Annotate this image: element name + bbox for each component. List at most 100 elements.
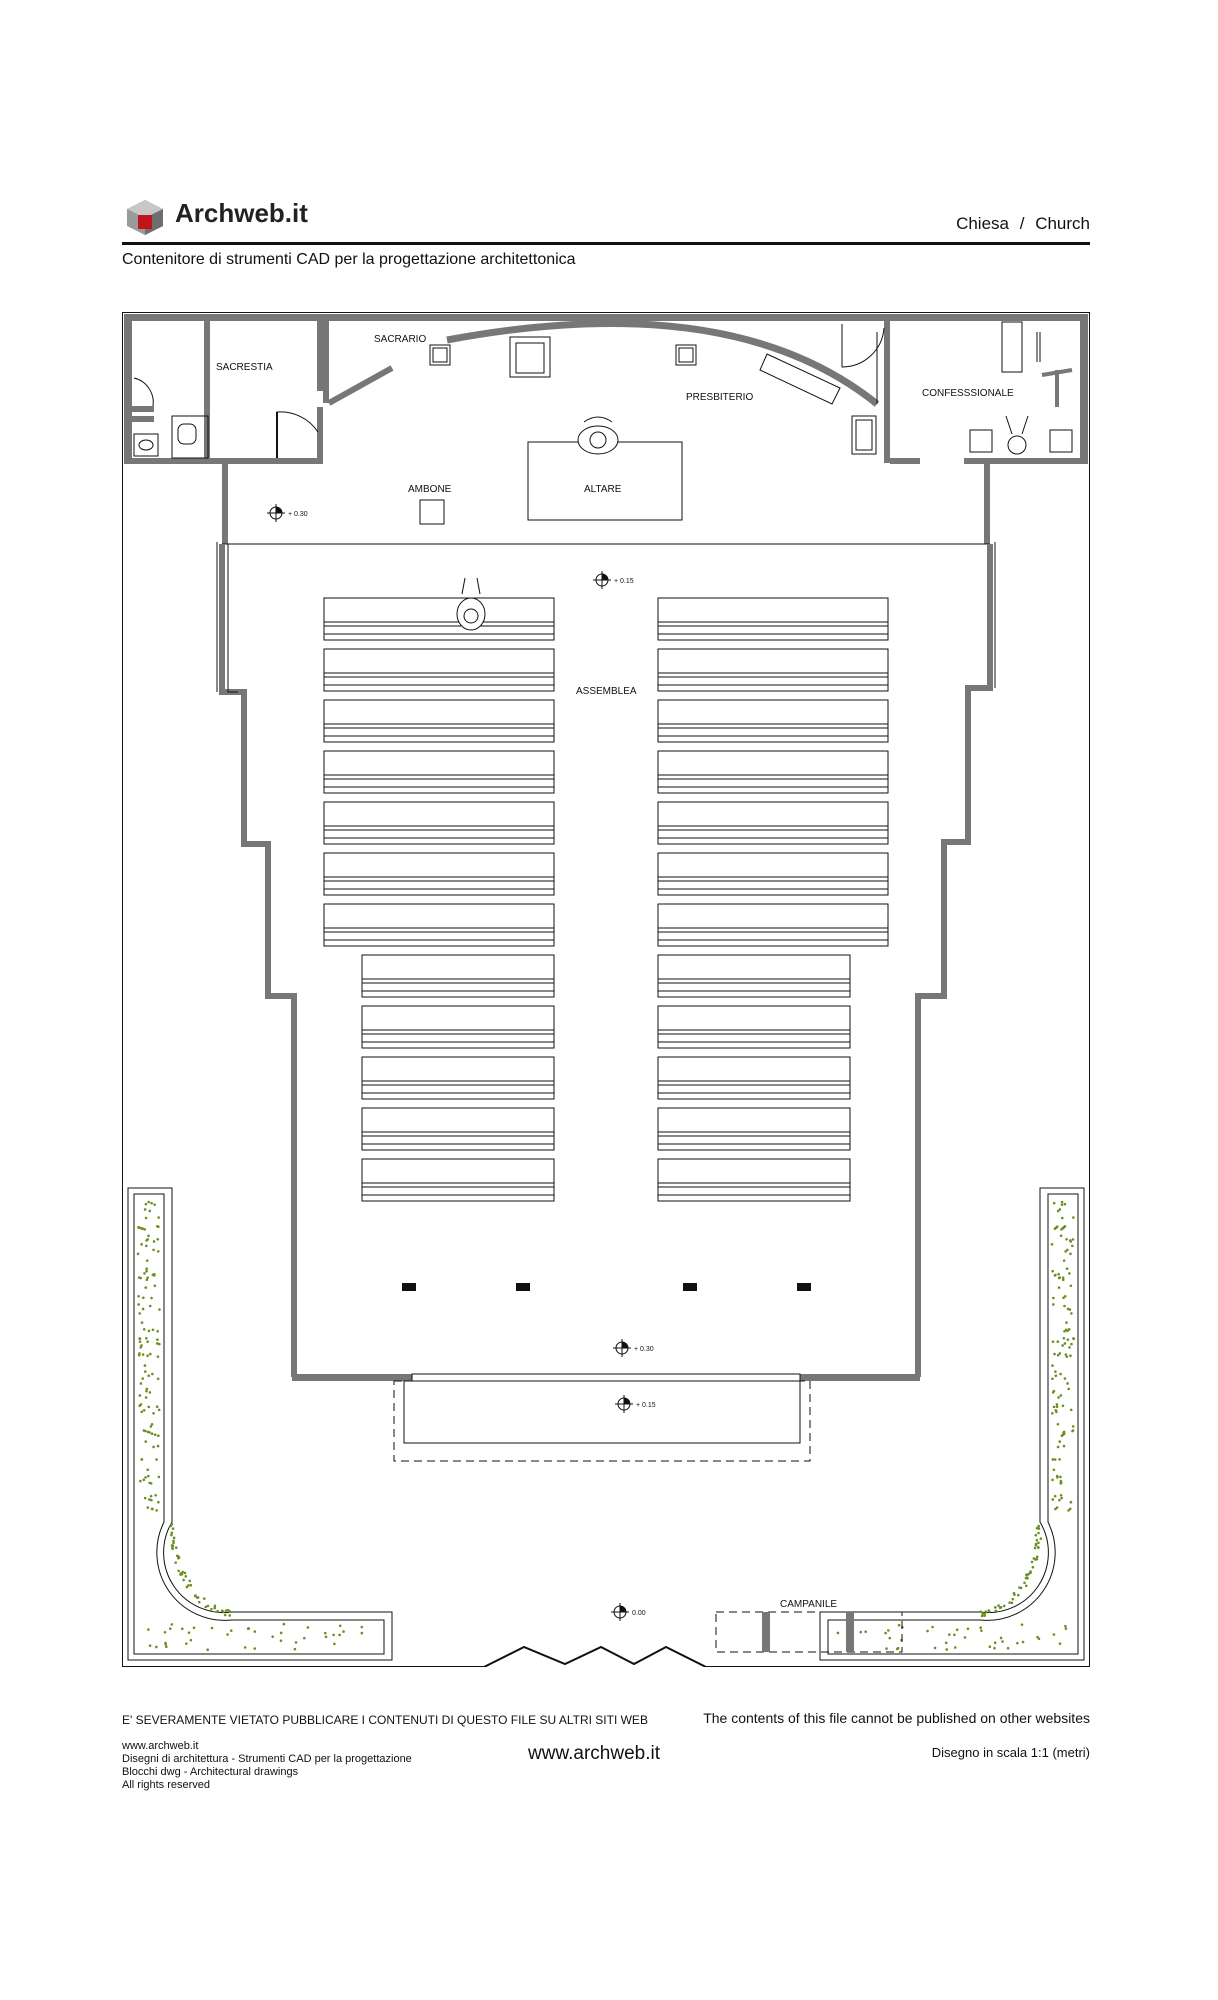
planter-dot [332, 1633, 335, 1637]
level-marker-2: + 0.15 [593, 571, 634, 589]
planter-dot [148, 1498, 151, 1501]
planter-dot [1012, 1591, 1016, 1595]
planter-dot [979, 1626, 982, 1630]
planter-dot [139, 1479, 142, 1483]
planter-dot [143, 1496, 147, 1500]
planter-dot [1068, 1239, 1072, 1242]
planter-dot [1068, 1308, 1072, 1311]
pew-right [657, 1005, 851, 1049]
nave-south-wall [292, 1373, 920, 1382]
planter-dot [884, 1631, 887, 1635]
planter-dot [1070, 1244, 1074, 1248]
planter-dot [206, 1648, 209, 1652]
planter-dot [149, 1482, 153, 1485]
planter-dot [141, 1307, 145, 1311]
planter-dot [142, 1408, 146, 1412]
planter-dot [1063, 1304, 1066, 1308]
planter-dot [980, 1629, 983, 1632]
planter-dot [170, 1623, 174, 1626]
planter-dot [1055, 1405, 1059, 1408]
planter-dot [1072, 1216, 1075, 1219]
planter-dot [136, 1252, 140, 1256]
planter-dot [993, 1606, 997, 1609]
planter-dot [156, 1250, 160, 1253]
planter-dot [885, 1647, 888, 1650]
label-assemblea: ASSEMBLEA [576, 686, 637, 697]
planter-dot [888, 1636, 892, 1640]
footer-line-description: Disegni di architettura - Strumenti CAD … [122, 1753, 412, 1765]
planter-dot [1058, 1498, 1061, 1502]
planter-dot [1054, 1374, 1058, 1378]
planter-dot [999, 1636, 1003, 1640]
planter-dot [1070, 1312, 1073, 1315]
planter-dot [1060, 1434, 1064, 1437]
planter-dot [303, 1636, 306, 1640]
planter-dot [1055, 1403, 1059, 1406]
planter-dot [1063, 1202, 1067, 1206]
planter-dot [1056, 1209, 1060, 1213]
planter-dot [204, 1605, 208, 1609]
planter-dot [170, 1533, 173, 1537]
entrance-steps [393, 1380, 811, 1462]
planter-dot [1057, 1272, 1061, 1276]
planter-dot [171, 1527, 175, 1530]
planter-dot [1068, 1346, 1071, 1349]
planter-dot [1059, 1394, 1063, 1397]
planter-dot [1056, 1445, 1060, 1449]
planter-dot [1062, 1259, 1066, 1262]
svg-text:+ 0.30: + 0.30 [634, 1346, 654, 1353]
campanile-tower [715, 1611, 903, 1653]
planter-dot [138, 1312, 141, 1315]
planter-dot [836, 1631, 840, 1635]
planter-dot [149, 1352, 152, 1356]
planter-dot [1052, 1468, 1056, 1472]
planter-dot [253, 1630, 257, 1633]
planter-dot [148, 1209, 152, 1213]
planter-dot [1053, 1352, 1056, 1356]
planter-dot [1053, 1227, 1057, 1230]
planter-dot [195, 1596, 199, 1599]
planter-dot [1033, 1546, 1037, 1550]
svg-text:+ 0.30: + 0.30 [288, 511, 308, 518]
footer-url-link[interactable]: www.archweb.it [528, 1743, 660, 1764]
planter-dot [145, 1389, 148, 1393]
planter-dot [139, 1403, 143, 1406]
subtitle: Contenitore di strumenti CAD per la prog… [122, 251, 576, 268]
planter-dot [1069, 1284, 1073, 1288]
planter-dot [154, 1493, 157, 1497]
planter-dot [144, 1216, 148, 1220]
planter-dot [1011, 1597, 1015, 1601]
planter-dot [146, 1354, 149, 1357]
planter-dot [926, 1629, 929, 1633]
label-confessionale: CONFESSSIONALE [922, 388, 1014, 399]
planter-dot [1035, 1557, 1039, 1561]
pew-left [323, 903, 555, 947]
planter-dot [137, 1294, 140, 1298]
planter-dot [155, 1509, 158, 1512]
warning-italian: E' SEVERAMENTE VIETATO PUBBLICARE I CONT… [122, 1713, 648, 1727]
planter-dot [997, 1604, 1000, 1607]
planter-dot [1021, 1640, 1025, 1644]
planter-dot [152, 1445, 155, 1449]
planter-dot [1063, 1342, 1067, 1345]
planter-dot [1067, 1387, 1070, 1391]
logo-text[interactable]: Archweb.it [175, 198, 308, 228]
planter-dot [1064, 1250, 1067, 1253]
planter-dot [1016, 1593, 1020, 1597]
planter-dot [183, 1571, 187, 1575]
footer-line-site[interactable]: www.archweb.it [122, 1740, 199, 1752]
planter-dot [944, 1641, 948, 1645]
planter-dot [1036, 1635, 1039, 1639]
planter-dot [156, 1355, 160, 1358]
planter-dot [1059, 1372, 1062, 1376]
warning-english: The contents of this file cannot be publ… [703, 1710, 1090, 1726]
planter-dot [1006, 1646, 1010, 1650]
label-campanile: CAMPANILE [780, 1599, 837, 1610]
planter-dot [140, 1344, 143, 1347]
sacrario-area [323, 321, 394, 406]
planter-dot [1053, 1494, 1057, 1498]
planter-dot [175, 1554, 179, 1558]
planter-dot [152, 1411, 155, 1415]
planter-dot [171, 1547, 174, 1551]
planter-dot [138, 1340, 142, 1343]
